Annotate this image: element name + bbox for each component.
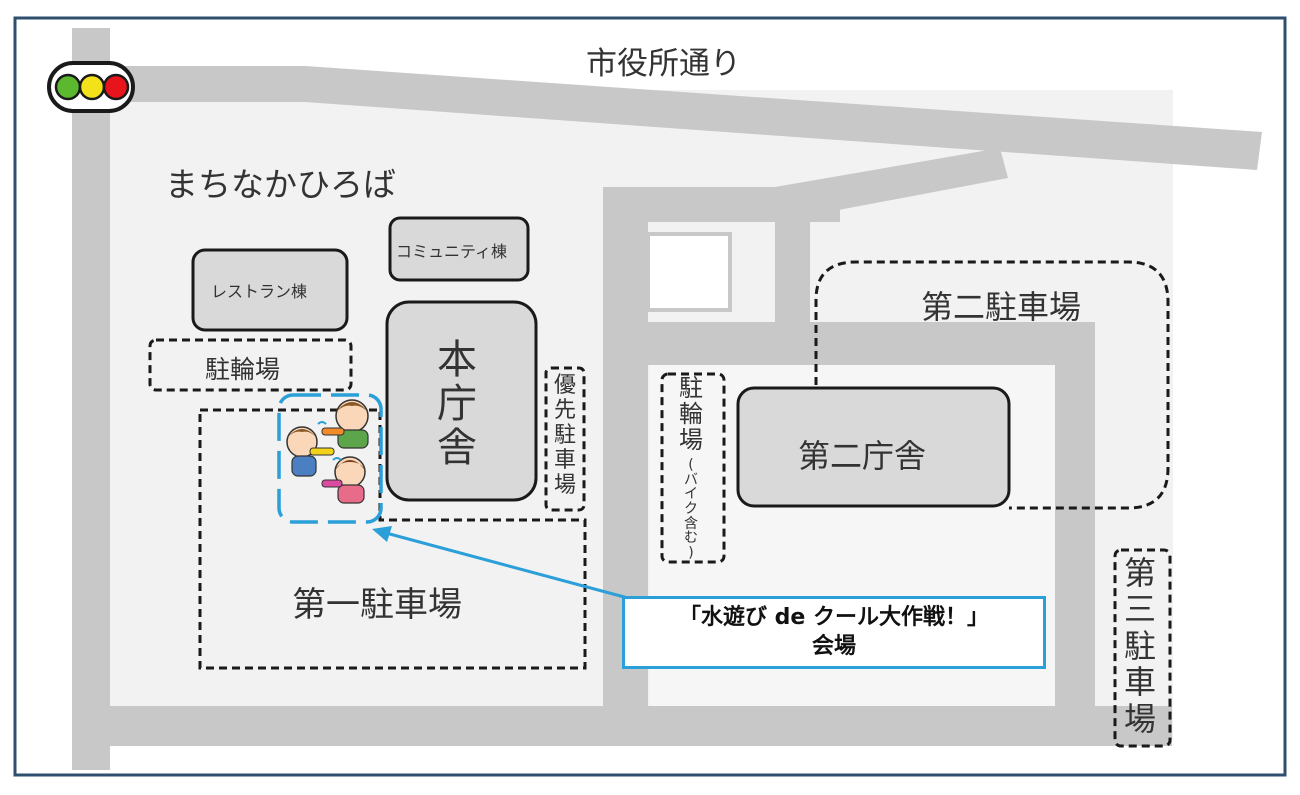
third-parking-char-3: 駐 (1124, 626, 1157, 665)
community-building-label: コミュニティ棟 (396, 242, 508, 261)
bicycle-parking-center-char-3: 場 (679, 425, 703, 454)
bicycle-parking-center-area (660, 372, 726, 564)
roads (70, 28, 1262, 770)
inner-road-north2 (775, 187, 810, 327)
second-building (736, 386, 1011, 508)
event-area (277, 393, 383, 524)
bicycle-note-char-1: ( (688, 457, 694, 473)
bicycle-note-char-3: イ (684, 486, 698, 503)
children-water-play-icon (286, 399, 369, 504)
event-callout: 「水遊び de クール大作戦！」 会場 (622, 596, 1046, 669)
main-building-label: 本 庁 舎 (437, 338, 477, 470)
priority-parking-char-3: 駐 (554, 423, 577, 449)
priority-parking-char-1: 優 (554, 373, 577, 398)
priority-parking-char-2: 先 (554, 398, 577, 424)
priority-parking-char-5: 場 (554, 473, 577, 499)
bicycle-parking-center-label: 駐 輪 場 (679, 374, 703, 454)
traffic-signal-icon (47, 61, 135, 113)
bicycle-note-char-7: ) (688, 545, 694, 562)
bicycle-note-char-2: バ (684, 471, 698, 488)
second-building-label: 第二庁舎 (798, 437, 927, 475)
bicycle-parking-center-note: ( バ イ ク 含 む ) (684, 458, 698, 561)
first-parking-area (198, 408, 587, 670)
signal-yellow-light (78, 73, 106, 101)
event-callout-title: 「水遊び de クール大作戦！」 (679, 604, 989, 630)
main-building-char-2: 庁 (437, 381, 477, 427)
inner-road-middle (603, 322, 1095, 365)
signal-green-light (54, 73, 82, 101)
inner-road-east (1055, 322, 1095, 714)
bicycle-parking-west (148, 338, 353, 392)
bicycle-note-char-4: ク (684, 501, 698, 518)
inner-road-diagonal (775, 148, 1008, 222)
loop-square (646, 232, 732, 312)
third-parking-area (1113, 548, 1172, 748)
main-building-char-1: 本 (437, 337, 477, 383)
restaurant-building-label: レストラン棟 (211, 282, 308, 301)
bicycle-parking-center-char-1: 駐 (679, 374, 703, 402)
city-hall-street (70, 66, 1262, 170)
priority-parking-area (544, 366, 586, 512)
first-parking-label: 第一駐車場 (292, 585, 462, 625)
bicycle-note-char-6: む (684, 530, 698, 547)
bicycle-parking-west-label: 駐輪場 (205, 355, 281, 384)
third-parking-char-4: 車 (1124, 663, 1157, 702)
third-parking-char-1: 第 (1124, 554, 1157, 592)
bicycle-note-char-5: 含 (684, 515, 698, 532)
third-parking-char-2: 三 (1124, 590, 1157, 629)
plaza-name: まちなかひろば (165, 165, 396, 204)
third-parking-char-5: 場 (1124, 699, 1157, 738)
restaurant-building (191, 248, 349, 332)
third-parking-label: 第 三 駐 車 場 (1124, 554, 1157, 738)
community-building (388, 216, 530, 282)
event-callout-subtitle: 会場 (811, 633, 856, 659)
callout-arrow (372, 526, 629, 600)
second-parking-label: 第二駐車場 (921, 288, 1082, 326)
priority-parking-char-4: 車 (554, 448, 577, 474)
street-name: 市役所通り (586, 46, 741, 82)
signal-red-light (102, 73, 130, 101)
bicycle-parking-center-char-2: 輪 (679, 399, 703, 428)
main-building (385, 300, 538, 502)
west-road (72, 28, 110, 770)
main-building-char-3: 舎 (437, 425, 477, 471)
priority-parking-label: 優 先 駐 車 場 (554, 373, 576, 498)
